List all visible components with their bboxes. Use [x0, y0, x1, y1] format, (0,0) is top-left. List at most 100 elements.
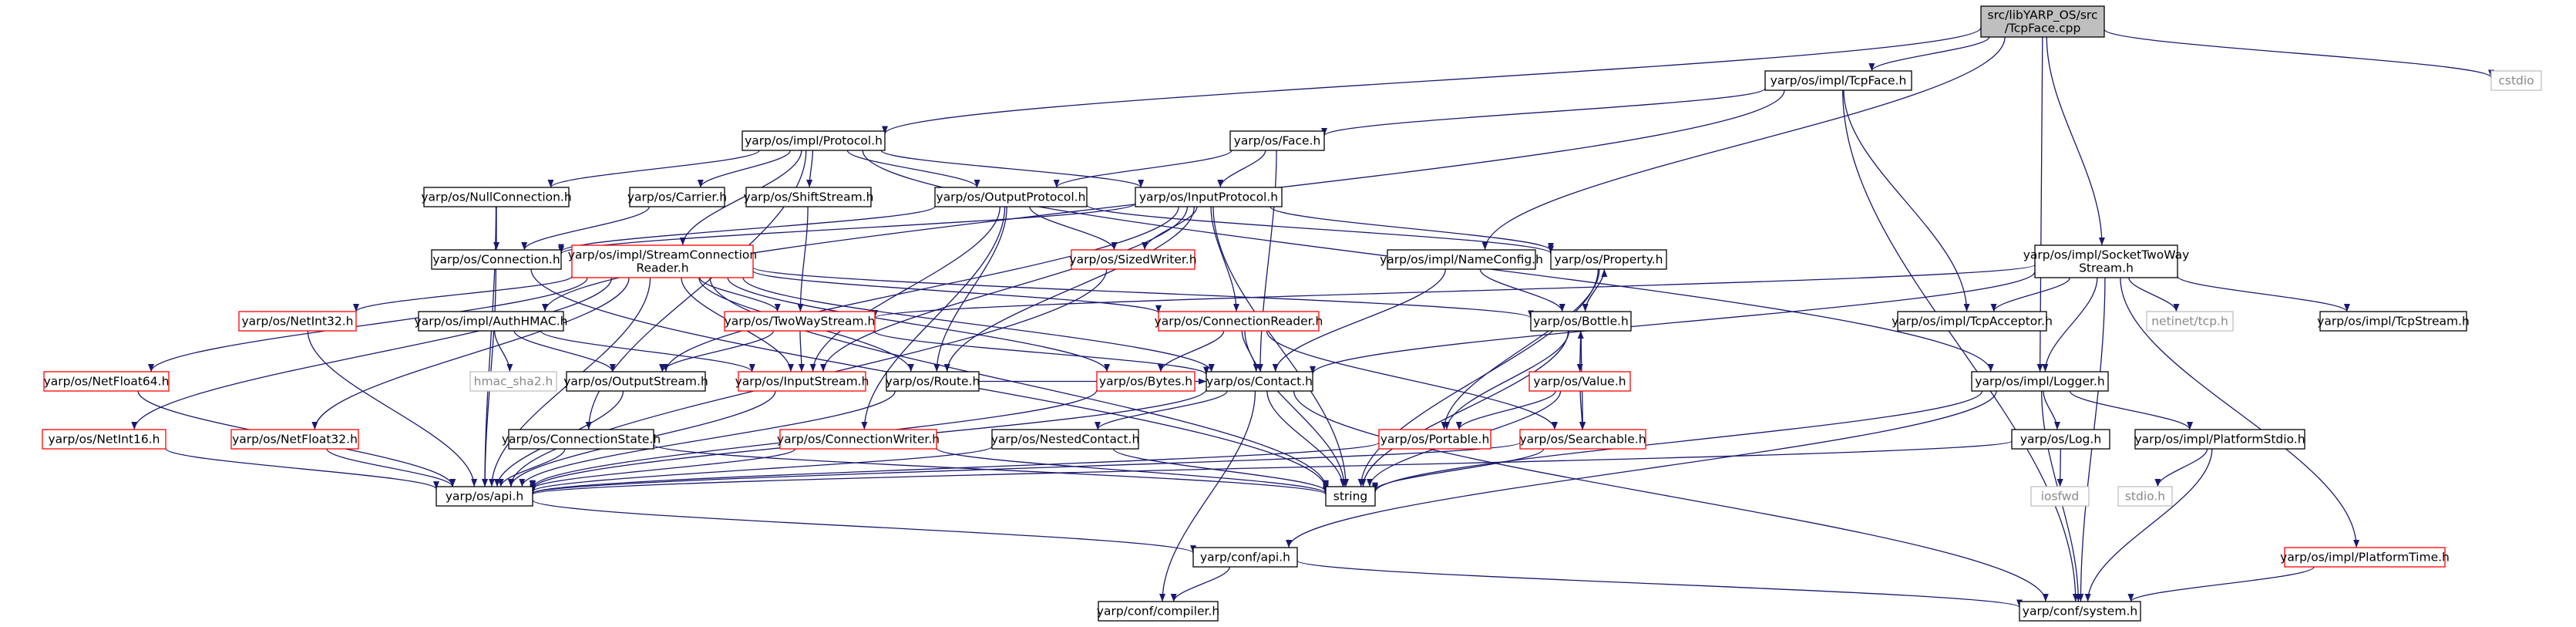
node-platformtime[interactable]: yarp/os/impl/PlatformTime.h — [2280, 547, 2450, 568]
node-connwriter[interactable]: yarp/os/ConnectionWriter.h — [777, 429, 940, 450]
edge-contact-to-system — [1293, 390, 2049, 602]
node-hmacsha2: hmac_sha2.h — [469, 371, 557, 392]
node-confapi[interactable]: yarp/conf/api.h — [1192, 547, 1298, 568]
node-nullconn[interactable]: yarp/os/NullConnection.h — [421, 187, 572, 207]
edge-protocol-to-inputproto — [880, 150, 1145, 188]
node-box — [508, 429, 654, 450]
node-string[interactable]: string — [1325, 486, 1376, 507]
node-netint32[interactable]: yarp/os/NetInt32.h — [238, 311, 357, 332]
node-value[interactable]: yarp/os/Value.h — [1528, 371, 1631, 392]
edge-value-to-bottle — [1577, 330, 1584, 372]
node-box — [1971, 371, 2109, 392]
node-box — [1135, 187, 1283, 207]
node-searchable[interactable]: yarp/os/Searchable.h — [1519, 429, 1646, 450]
edge-portable-to-api — [530, 442, 1380, 494]
node-outputstream[interactable]: yarp/os/OutputStream.h — [563, 371, 708, 392]
edge-sockettwoway-to-platformtime — [2120, 277, 2360, 548]
node-label: /TcpFace.cpp — [2005, 22, 2081, 35]
node-box — [724, 311, 876, 332]
node-label: yarp/os/SizedWriter.h — [1069, 253, 1196, 267]
node-netfloat32[interactable]: yarp/os/NetFloat32.h — [230, 429, 359, 450]
node-label: hmac_sha2.h — [474, 375, 553, 389]
node-route[interactable]: yarp/os/Route.h — [886, 371, 980, 392]
edge-shiftstream-to-twowaystream — [797, 206, 809, 312]
node-connection[interactable]: yarp/os/Connection.h — [431, 249, 562, 270]
node-inputstream[interactable]: yarp/os/InputStream.h — [735, 371, 869, 392]
node-label: yarp/os/NetFloat64.h — [44, 375, 170, 389]
edge-log-to-api — [530, 440, 2013, 495]
node-layer: src/libYARP_OS/src/TcpFace.cpp yarp/os/im… — [42, 5, 2542, 622]
node-shiftstream[interactable]: yarp/os/ShiftStream.h — [744, 187, 874, 207]
node-outputproto[interactable]: yarp/os/OutputProtocol.h — [934, 187, 1088, 207]
node-tcpstream[interactable]: yarp/os/impl/TcpStream.h — [2317, 311, 2470, 332]
node-box — [1764, 70, 1912, 91]
node-label: yarp/os/impl/NameConfig.h — [1380, 253, 1543, 267]
edge-nameconfig-to-bottle — [1479, 268, 1565, 312]
node-contact[interactable]: yarp/os/Contact.h — [1206, 371, 1313, 392]
node-nameconfig[interactable]: yarp/os/impl/NameConfig.h — [1380, 249, 1543, 270]
edge-face-to-inputproto — [1217, 150, 1266, 188]
node-sizedwriter[interactable]: yarp/os/SizedWriter.h — [1069, 249, 1197, 270]
edge-outputproto-to-inputstream — [809, 206, 1000, 372]
edge-outputproto-to-property — [1086, 204, 1554, 255]
node-tcpface[interactable]: yarp/os/impl/TcpFace.h — [1764, 70, 1912, 91]
node-root[interactable]: src/libYARP_OS/src/TcpFace.cpp — [1980, 5, 2105, 38]
node-box — [2490, 70, 2542, 91]
node-netint16[interactable]: yarp/os/NetInt16.h — [42, 429, 166, 450]
node-box — [1071, 249, 1196, 270]
node-face[interactable]: yarp/os/Face.h — [1229, 130, 1325, 151]
node-protocol[interactable]: yarp/os/impl/Protocol.h — [742, 130, 886, 151]
edge-outputproto-to-route — [933, 206, 1007, 372]
node-portable[interactable]: yarp/os/Portable.h — [1378, 429, 1491, 450]
node-bottle[interactable]: yarp/os/Bottle.h — [1530, 311, 1632, 332]
node-property[interactable]: yarp/os/Property.h — [1550, 249, 1667, 270]
node-netinettcp: netinet/tcp.h — [2146, 311, 2234, 332]
node-box — [1192, 547, 1298, 568]
edge-logger-to-log — [2043, 390, 2060, 430]
edge-logger-to-confapi — [1286, 390, 1997, 548]
node-label: yarp/os/Value.h — [1533, 375, 1626, 389]
edge-sockettwoway-to-contact — [1310, 271, 2036, 374]
edge-authhmac-to-inputstream — [540, 330, 755, 372]
edge-connreader-to-bytes — [1157, 330, 1225, 372]
edge-netint32-to-api — [307, 330, 478, 487]
node-label: yarp/os/Carrier.h — [627, 190, 727, 204]
node-platformstdio[interactable]: yarp/os/impl/PlatformStdio.h — [2134, 429, 2305, 450]
edge-tcpface-to-system — [1842, 89, 2079, 602]
node-api[interactable]: yarp/os/api.h — [435, 486, 533, 507]
node-connreader[interactable]: yarp/os/ConnectionReader.h — [1155, 311, 1323, 332]
node-bytes[interactable]: yarp/os/Bytes.h — [1096, 371, 1196, 392]
edge-logger-to-string — [1372, 390, 1983, 493]
edge-authhmac-to-hmacsha2 — [493, 330, 513, 372]
node-label: yarp/os/ConnectionWriter.h — [777, 433, 940, 447]
edge-root-to-nameconfig — [1481, 36, 2006, 251]
edge-platformtime-to-system — [2127, 566, 2315, 602]
node-connstate[interactable]: yarp/os/ConnectionState.h — [502, 429, 661, 450]
node-label: yarp/os/impl/AuthHMAC.h — [415, 315, 568, 329]
node-authhmac[interactable]: yarp/os/impl/AuthHMAC.h — [415, 311, 568, 332]
edge-layer — [131, 27, 2494, 608]
node-carrier[interactable]: yarp/os/Carrier.h — [627, 187, 727, 207]
node-logger[interactable]: yarp/os/impl/Logger.h — [1971, 371, 2109, 392]
node-system[interactable]: yarp/conf/system.h — [2019, 601, 2141, 622]
node-label: yarp/os/Route.h — [886, 375, 980, 389]
node-tcpacceptor[interactable]: yarp/os/impl/TcpAcceptor.h — [1892, 311, 2053, 332]
node-inputproto[interactable]: yarp/os/InputProtocol.h — [1135, 187, 1283, 207]
node-nestedcontact[interactable]: yarp/os/NestedContact.h — [991, 429, 1140, 450]
edge-outputproto-to-connwriter — [861, 206, 1006, 430]
node-compiler[interactable]: yarp/conf/compiler.h — [1097, 601, 1219, 622]
node-label: yarp/os/TwoWayStream.h — [725, 315, 876, 329]
edge-logger-to-platformstdio — [2069, 390, 2193, 430]
node-box — [418, 311, 564, 332]
node-log[interactable]: yarp/os/Log.h — [2011, 429, 2110, 450]
node-box — [2034, 244, 2178, 278]
node-twowaystream[interactable]: yarp/os/TwoWayStream.h — [724, 311, 876, 332]
node-label: yarp/os/impl/PlatformStdio.h — [2134, 433, 2305, 447]
node-label: yarp/conf/system.h — [2023, 605, 2137, 619]
node-netfloat64[interactable]: yarp/os/NetFloat64.h — [43, 371, 170, 392]
node-box — [1387, 249, 1536, 270]
node-label: string — [1333, 490, 1368, 504]
